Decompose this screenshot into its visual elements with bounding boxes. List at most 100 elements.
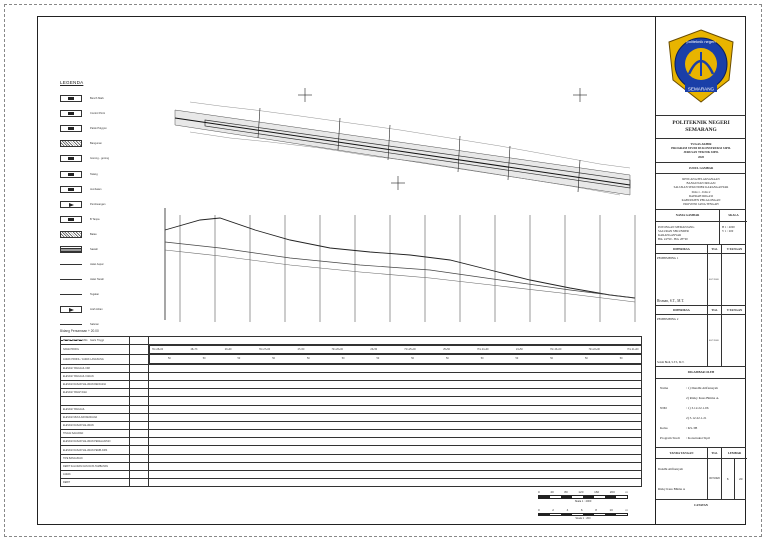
distance-label: 50: [237, 357, 241, 361]
profile-row-label: ELEVASI TANAH ASLI: [60, 388, 130, 398]
text-line: SALURAN SEKUNDER: [658, 228, 689, 233]
text-line: D.Kr.1 - D.Kr.2: [691, 189, 711, 194]
profile-row-data: [148, 396, 642, 406]
legend-label: Jembatan: [90, 187, 102, 191]
scale-unit: m: [625, 507, 628, 512]
profile-row-symbol: [129, 344, 149, 355]
profile-row-symbol: [129, 445, 149, 455]
distance-label: 50: [272, 357, 275, 361]
text-line: KABUPATEN PEKALONGAN: [681, 198, 721, 203]
legend-label: Bangunan: [90, 142, 102, 146]
scale-number: 160: [594, 490, 600, 494]
station-label: Hm.25+00: [404, 348, 416, 352]
scale-number: 8: [595, 507, 597, 512]
plan-crossings: [257, 107, 581, 193]
distance-label: 50: [480, 357, 484, 361]
distance-label: 50: [341, 357, 345, 361]
checker1-row: PEMBIMBING 1 Risman, S.T., M.T. 06/7/202…: [656, 254, 746, 307]
profile-row-data: [148, 453, 642, 463]
profile-row: TIPE BANGUNAN: [60, 453, 642, 463]
author-info-value: : KS-3B: [686, 425, 698, 430]
profile-row-data: [148, 371, 642, 381]
legend-label: Patok Polygon: [90, 127, 107, 131]
legend-symbol: [60, 125, 82, 133]
profile-row-data: [148, 437, 642, 447]
station-label: 28+73: [190, 348, 198, 352]
profile-row-label: ELEVASI TANGGUL KIRI: [60, 363, 130, 373]
profile-row: DEBIT SALURAN DAN DATA TAMBAHAN: [60, 461, 642, 472]
author-info-row: Program Studi: Konstruksi Sipil: [656, 433, 746, 443]
author-info: Nama: 1) Dandhi Alifiansyah 2) Rizky Kus…: [656, 379, 746, 448]
notes-header: CATATAN: [694, 502, 708, 507]
scale-number: 6: [580, 507, 583, 512]
profile-table-caption: Bidang Persamaan + 20.00: [60, 329, 99, 333]
distance-label: 50: [515, 357, 519, 361]
author-info-value: 2) 3.12.22.1.21: [686, 415, 707, 420]
profile-row-label: JARAK PROFIL / JARAK LANGSUNG: [60, 353, 130, 365]
profile-row-data: [148, 379, 642, 390]
legend-item: Bangunan: [60, 136, 155, 151]
ground-line: [164, 217, 636, 299]
page-border: [4, 4, 762, 537]
profile-row: PROFIL MEMANJANG: [60, 335, 642, 346]
author-info-value: : 1) 3.12.22.1.06: [686, 405, 709, 410]
profile-row: JARAK: [60, 469, 642, 480]
profile-row: ELEVASI DASAR SALURAN PENELAAHAN: [60, 437, 642, 447]
legend-symbol: [60, 324, 82, 326]
scale-bar: [538, 512, 628, 516]
legend-label: Saluran: [90, 323, 99, 327]
legend-symbol: [60, 264, 82, 266]
station-label: 26+50: [370, 348, 378, 352]
author-info-row: NIM: 1) 3.12.22.1.06: [656, 403, 746, 413]
profile-row-data: [148, 478, 642, 488]
legend-item: Sawah: [60, 242, 155, 257]
legend-item: Bench Mark: [60, 91, 155, 106]
profile-row: ELEVASI MUKA AIR RENCANA: [60, 412, 642, 422]
author-info-row: 2) Rizky Kuss Bhima A.: [656, 393, 746, 403]
legend-label: Jalan Aspal: [90, 263, 104, 267]
signature-block: TANDA TANGAN TGL LEMBAR Dandhi Alifiansy…: [656, 447, 747, 500]
legend-label: Batas: [90, 232, 97, 236]
profile-row-label: JARAK: [60, 469, 130, 480]
scale-caption: Skala 1 : 4000: [574, 499, 592, 503]
profile-row-symbol: [129, 429, 149, 439]
legend-label: Talang: [90, 172, 98, 176]
drawing-sheet: [37, 16, 746, 525]
legend-symbol: [60, 279, 82, 281]
station-label: Hm.23+00: [550, 348, 562, 352]
profile-row-label: TINGGI SALURAN: [60, 429, 130, 439]
legend-item: Batas: [60, 227, 155, 242]
text-line: SALURAN SEKUNDER KARANGANYAR: [673, 185, 729, 190]
legend-label: Sawah: [90, 247, 98, 251]
profile-row-label: ELEVASI DASAR SALURAN RENCANA: [60, 379, 130, 390]
profile-row: DEBIT: [60, 478, 642, 488]
profile-row-symbol: [129, 420, 149, 431]
profile-row: ELEVASI DASAR SALURAN RENCANA: [60, 379, 642, 390]
distance-label: 50: [550, 357, 553, 361]
profile-row-label: NAMA PROFIL: [60, 344, 130, 355]
text-line: POTONGAN MEMANJANG: [658, 224, 695, 229]
long-profile: [164, 208, 636, 322]
profile-row-symbol: [129, 335, 149, 346]
profile-row: ELEVASI TANGGUL KANAN: [60, 371, 642, 381]
profile-row-symbol: [129, 461, 149, 472]
legend-item: Gorong - gorong: [60, 151, 155, 166]
station-label: Hm.24+00: [477, 348, 489, 352]
legend-item: Jalan Aspal: [60, 257, 155, 272]
profile-row: ELEVASI TANGGUL: [60, 404, 642, 414]
author-info-key: Program Studi: [660, 435, 680, 440]
profile-row-data: [148, 469, 642, 480]
author-info-key: Kelas: [660, 425, 668, 430]
text-line: KARANGANYAR: [658, 233, 682, 238]
author-info-key: Nama: [660, 385, 669, 390]
checker2-row: PEMBIMBING 2 Salam Budi, S.ST., M.T. 06/…: [656, 315, 746, 368]
embankment-line: [164, 241, 636, 299]
text-line: DAERAH IRIGASI: [688, 193, 714, 198]
project-info: TUGAS AKHIR PROGRAM STUDI D3 KONSTRUKSI …: [656, 139, 746, 163]
